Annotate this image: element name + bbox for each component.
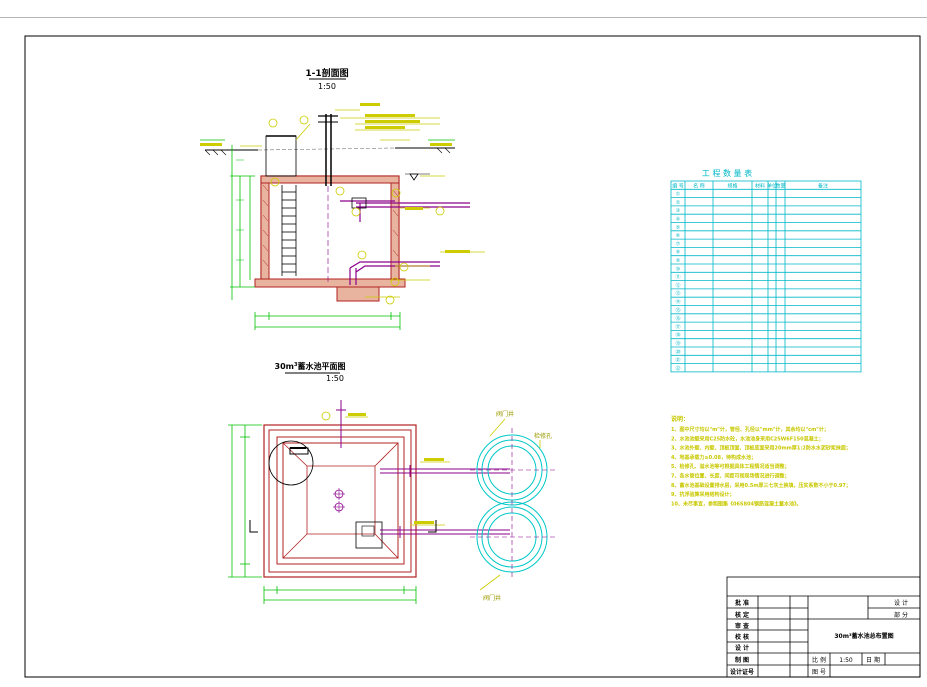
valve-well-label-bottom: 阀门井 xyxy=(483,594,501,602)
table-header-cell: 备注 xyxy=(818,182,828,189)
tb-drawing-no-label: 图 号 xyxy=(812,669,826,676)
plan-valve-box xyxy=(355,521,383,549)
manhole-label: 检修孔 xyxy=(534,432,552,440)
table-cell: ⑩ xyxy=(676,266,681,272)
manhole-riser xyxy=(265,135,297,177)
plan-view: 30m3蓄水池平面图 1:50 xyxy=(228,361,555,604)
title-block xyxy=(726,576,921,678)
tb-right-role-1: 设 计 xyxy=(894,599,908,607)
table-header-cell: 名 称 xyxy=(693,182,705,189)
plan-manhole-detail xyxy=(268,440,314,486)
tb-date-label: 日 期 xyxy=(866,656,880,664)
table-cell: ⑧ xyxy=(676,250,681,256)
table-cell: ⑫ xyxy=(675,282,680,289)
table-cell: ⑭ xyxy=(675,299,680,306)
table-cell: ① xyxy=(676,192,681,198)
table-cell: ⑲ xyxy=(675,340,680,347)
note-line: 3、水池外壁、内壁、顶板顶面、顶板底面采用20mm厚1:2防水水泥砂浆抹面； xyxy=(671,445,851,452)
section-view: 1-1剖面图 1:50 xyxy=(200,67,485,330)
tb-role-label: 批 准 xyxy=(735,599,749,607)
table-cell: ㉑ xyxy=(675,357,680,364)
note-line: 4、地基承载力≥0.08，待构成水池； xyxy=(671,454,756,461)
drawing-frame xyxy=(24,35,921,678)
section-dimensions xyxy=(230,145,401,330)
table-cell: ⑨ xyxy=(676,258,680,264)
table-cell: ④ xyxy=(676,217,681,223)
tb-scale-value: 1:50 xyxy=(839,657,853,664)
tb-right-role-2: 部 分 xyxy=(894,611,908,619)
plan-scale: 1:50 xyxy=(326,374,344,383)
table-header-cell: 材料 xyxy=(755,182,765,189)
vent-pipe xyxy=(318,114,338,282)
ladder xyxy=(281,185,297,276)
tb-role-label: 校 核 xyxy=(735,633,749,641)
tank-base-slab xyxy=(254,278,406,288)
tb-role-label: 制 图 xyxy=(735,656,749,664)
note-line: 7、各水管位置、长度、间距可视现场情况进行调整； xyxy=(671,473,789,480)
table-cell: ⑳ xyxy=(675,348,680,355)
table-header-cell: 编 号 xyxy=(672,182,684,189)
table-header-cell: 数量 xyxy=(775,182,785,189)
table-cell: ⑦ xyxy=(676,241,681,247)
table-cell: ⑯ xyxy=(675,315,680,322)
notes-block: 说明： 1、图中尺寸均以"m"计，管径、孔径以"mm"计，其余均以"cm"计； 2… xyxy=(671,415,851,507)
valve-well-label-top: 阀门井 xyxy=(496,410,514,418)
table-cell: ㉒ xyxy=(675,365,680,372)
note-line: 8、蓄水池基础设置排水层，采用0.5m厚三七灰土换填，压实系数不小于0.97； xyxy=(671,482,851,489)
tb-role-label: 核 定 xyxy=(735,611,749,619)
plan-pipes xyxy=(336,400,510,538)
table-cell: ⑤ xyxy=(676,225,680,231)
table-cell: ⑱ xyxy=(675,332,680,339)
table-cell: ⑰ xyxy=(675,323,680,330)
section-scale: 1:50 xyxy=(318,82,336,91)
note-line: 2、水池池壁采用C25防水砼，水池池身采用C25W6F150混凝土； xyxy=(671,435,824,442)
table-header-cell: 单位 xyxy=(767,182,777,189)
sump-pit xyxy=(336,286,380,302)
table-cell: ⑮ xyxy=(675,307,680,314)
note-line: 9、抗浮验算采用结构设计； xyxy=(671,491,734,498)
plan-dimensions xyxy=(228,424,417,604)
tb-role-label: 设计证号 xyxy=(730,668,754,676)
quantity-table: 工 程 数 量 表 编 号 名 称 规格 材料单位数量 备注 ① ② ③ ④ ⑤ ⑥ ⑦ ⑧ ⑨ ⑩ ⑪⑫⑬ ⑭… xyxy=(670,168,862,373)
plan-inner-floor xyxy=(306,465,376,535)
section-cut-markers xyxy=(249,520,437,533)
note-line: 5、检修孔、溢水池等可根据具体工程情况适当调整； xyxy=(671,463,789,470)
tb-drawing-title: 30m³蓄水池总布置图 xyxy=(834,632,893,640)
notes-heading: 说明： xyxy=(671,415,689,423)
note-line: 10、未尽事宜，参照图集《06S804钢筋混凝土蓄水池》。 xyxy=(671,500,801,507)
table-cell: ⑥ xyxy=(676,233,681,239)
plan-title: 30m3蓄水池平面图 xyxy=(275,361,346,371)
table-cell: ⑪ xyxy=(675,274,680,281)
tb-scale-label: 比 例 xyxy=(812,656,826,664)
tb-role-label: 设 计 xyxy=(735,644,749,652)
table-cell: ③ xyxy=(676,208,680,214)
table-cell: ⑬ xyxy=(675,290,680,297)
table-header-cell: 规格 xyxy=(727,182,737,189)
section-title: 1-1剖面图 xyxy=(305,67,348,79)
note-line: 1、图中尺寸均以"m"计，管径、孔径以"mm"计，其余均以"cm"计； xyxy=(671,426,829,433)
viewer-top-divider xyxy=(0,17,927,18)
quantity-table-title: 工 程 数 量 表 xyxy=(702,168,752,178)
tb-role-label: 审 查 xyxy=(735,622,749,630)
plan-outer-slab xyxy=(263,424,417,578)
table-cell: ② xyxy=(676,200,681,206)
